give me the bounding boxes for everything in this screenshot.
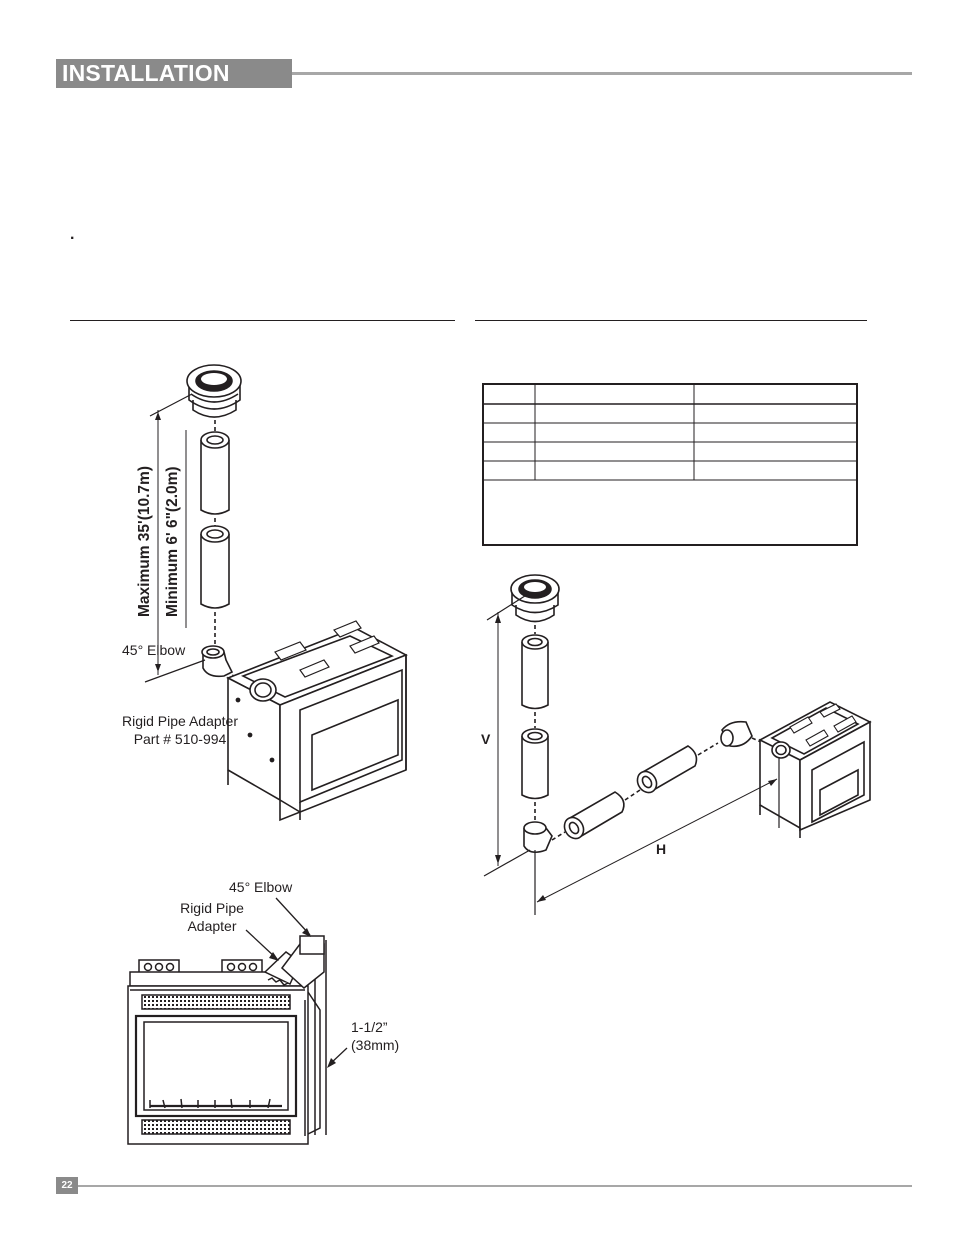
section-title: INSTALLATION [62,60,230,86]
vent-pipe-icon [563,791,625,840]
clearance-label: 1-1/2” (38mm) [351,1018,399,1054]
vertical-dimension-label: V [481,731,491,747]
minimum-height-label: Minimum 6' 6"(2.0m) [164,466,181,617]
fireplace-unit-icon [226,620,408,822]
left-vent-figure [144,364,408,822]
front-adapter-label: Rigid Pipe Adapter [162,899,262,935]
control-knobs-icon [138,959,263,975]
vent-pipe-icon [636,745,698,794]
footer-rule [78,1185,912,1187]
termination-cap-icon [510,574,560,623]
elbow-icon [201,645,234,678]
elbow-icon [720,720,753,748]
fireplace-unit-icon [758,701,872,838]
vent-table-grid [483,384,857,481]
header-rule [292,72,912,75]
vent-pipe-icon [521,634,549,710]
front-adapter-line1: Rigid Pipe [180,900,244,916]
right-vent-figure [483,574,872,915]
left-section-rule [70,320,455,321]
adapter-label-line1: Rigid Pipe Adapter [122,713,238,729]
vent-pipe-icon [200,525,230,609]
adapter-part-number: Part # 510-994 [133,731,227,747]
clearance-line2: (38mm) [351,1037,400,1053]
horizontal-dimension-label: H [656,841,667,857]
front-view-figure [127,897,348,1145]
top-grille-icon [141,994,291,1010]
page-number-box [56,1177,78,1194]
vent-pipe-icon [521,728,549,800]
section-header-bar [56,59,292,88]
bottom-grille-icon [141,1119,291,1135]
elbow-icon [523,821,553,854]
vent-table [482,383,858,546]
adapter-label: Rigid Pipe Adapter Part # 510-994 [100,712,260,748]
clearance-line1: 1-1/2” [351,1019,388,1035]
front-elbow-label: 45° Elbow [229,879,293,895]
stray-mark: . [70,226,75,243]
termination-cap-icon [186,364,242,418]
maximum-height-label: Maximum 35'(10.7m) [136,466,153,617]
elbow-label: 45° Elbow [122,642,186,658]
page-number: 22 [61,1180,73,1191]
adapter-elbow-icon [263,935,325,989]
right-section-rule [475,320,867,321]
vent-pipe-icon [200,431,230,515]
front-adapter-line2: Adapter [187,918,237,934]
